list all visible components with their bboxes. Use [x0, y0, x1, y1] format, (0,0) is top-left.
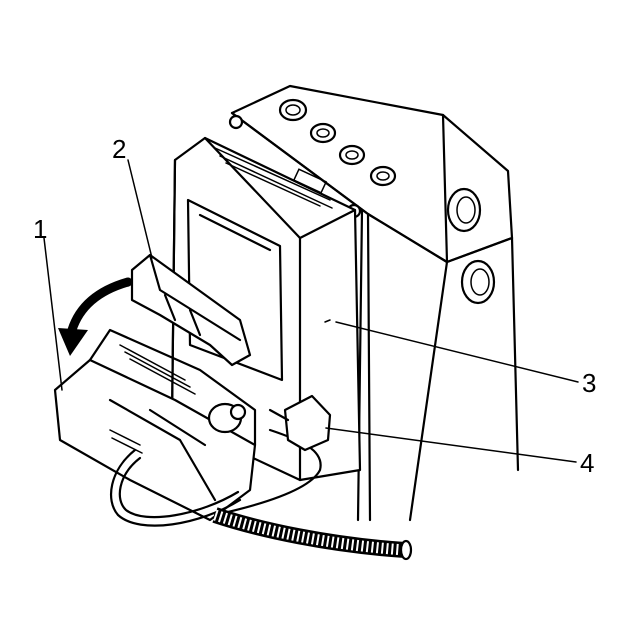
callout-2: 2 [112, 134, 126, 164]
harness-connector [53, 328, 257, 522]
callout-4: 4 [580, 448, 594, 478]
callout-1: 1 [33, 214, 47, 244]
callout-3: 3 [582, 368, 596, 398]
leader-lines [43, 159, 579, 463]
module-housing [228, 84, 520, 522]
wiring-harness [110, 428, 413, 561]
callout-labels: 1 2 3 4 [33, 134, 596, 478]
rotation-arrow [58, 277, 133, 356]
connector-lock-lever [130, 253, 252, 367]
port-holes [278, 98, 496, 305]
terminal-plug [268, 394, 332, 452]
